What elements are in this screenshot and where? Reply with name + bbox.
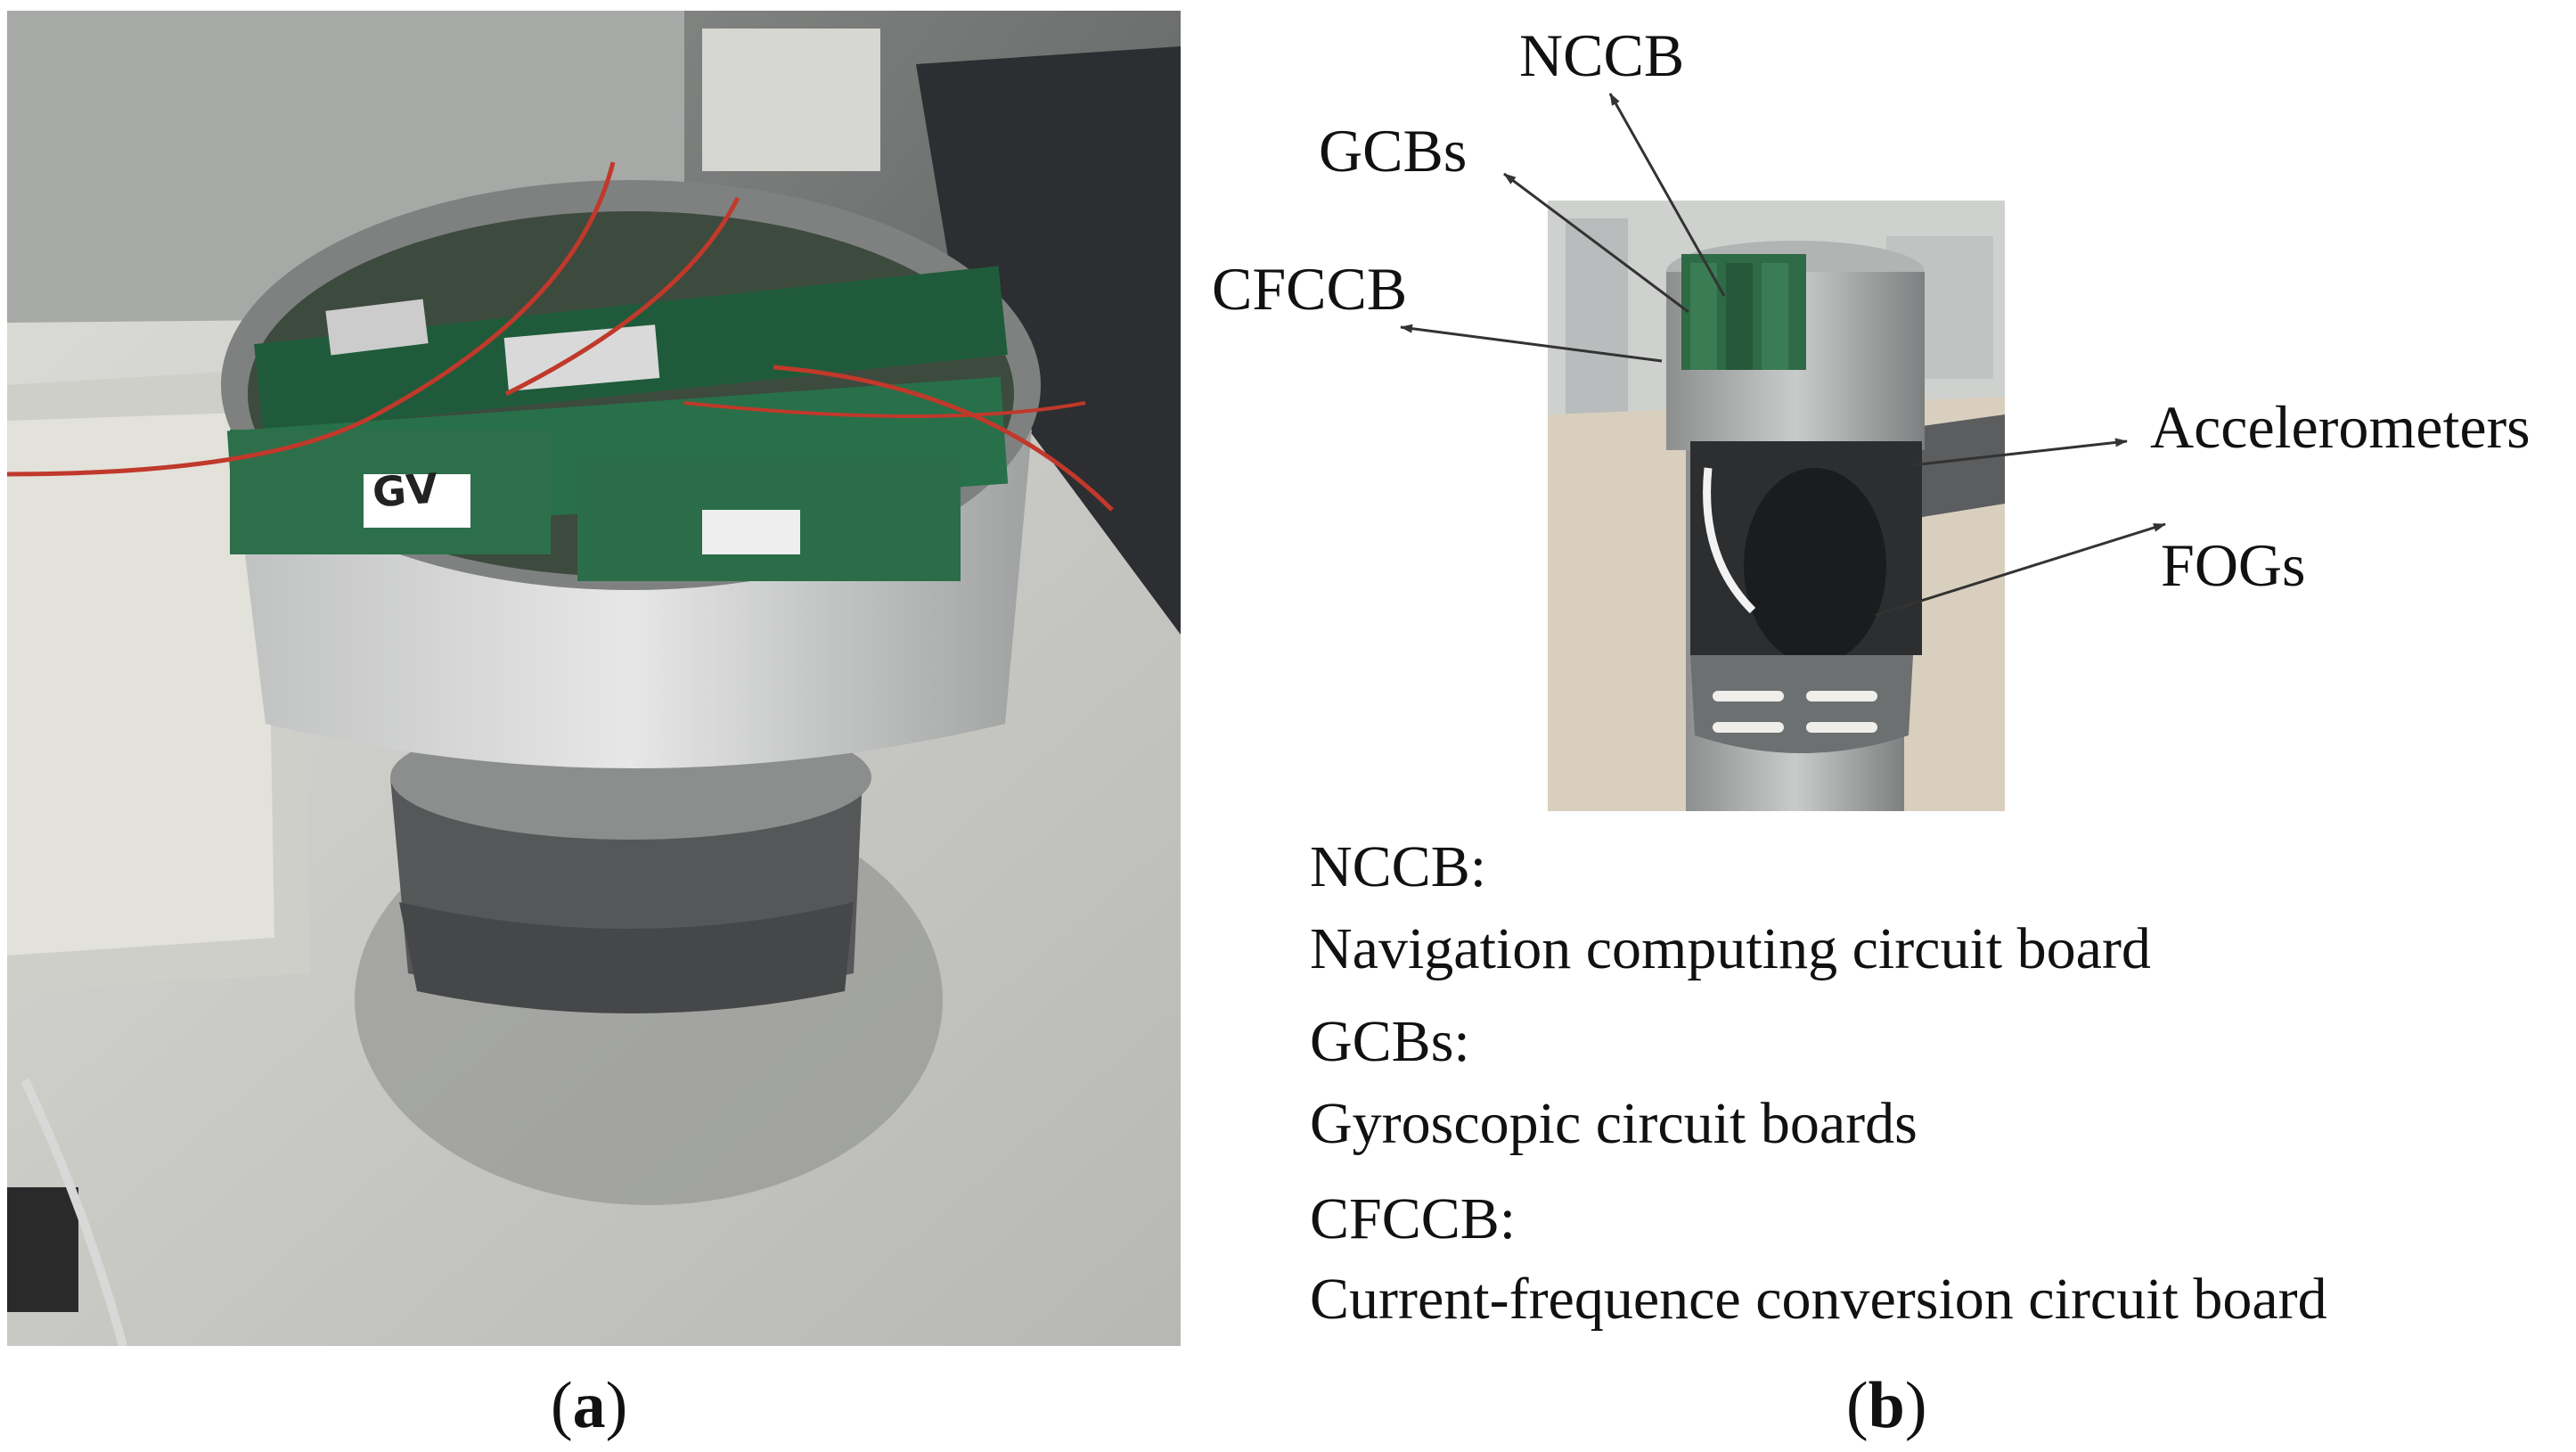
legend-cfccb-full: Current-frequence conversion circuit boa… xyxy=(1310,1267,2327,1332)
photo-a xyxy=(7,11,1181,1346)
panel-label-a: (a) xyxy=(551,1369,628,1442)
photo-b-illustration xyxy=(1548,201,2005,811)
callout-accelerometers: Accelerometers xyxy=(2150,393,2531,461)
legend-gcbs-abbr: GCBs: xyxy=(1310,1009,1470,1074)
callout-fogs: FOGs xyxy=(2161,531,2306,599)
legend-nccb-abbr: NCCB: xyxy=(1310,834,1487,899)
legend-gcbs-full: Gyroscopic circuit boards xyxy=(1310,1091,1918,1156)
photo-b xyxy=(1548,201,2005,811)
legend-cfccb-abbr: CFCCB: xyxy=(1310,1186,1517,1251)
legend-nccb-full: Navigation computing circuit board xyxy=(1310,916,2151,981)
photo-a-illustration xyxy=(7,11,1181,1346)
callout-cfccb: CFCCB xyxy=(1212,255,1408,323)
callout-nccb: NCCB xyxy=(1519,21,1685,89)
callout-gcbs: GCBs xyxy=(1319,117,1468,185)
handwritten-tag-gv: GV xyxy=(371,463,440,517)
panel-label-b: (b) xyxy=(1846,1369,1927,1442)
